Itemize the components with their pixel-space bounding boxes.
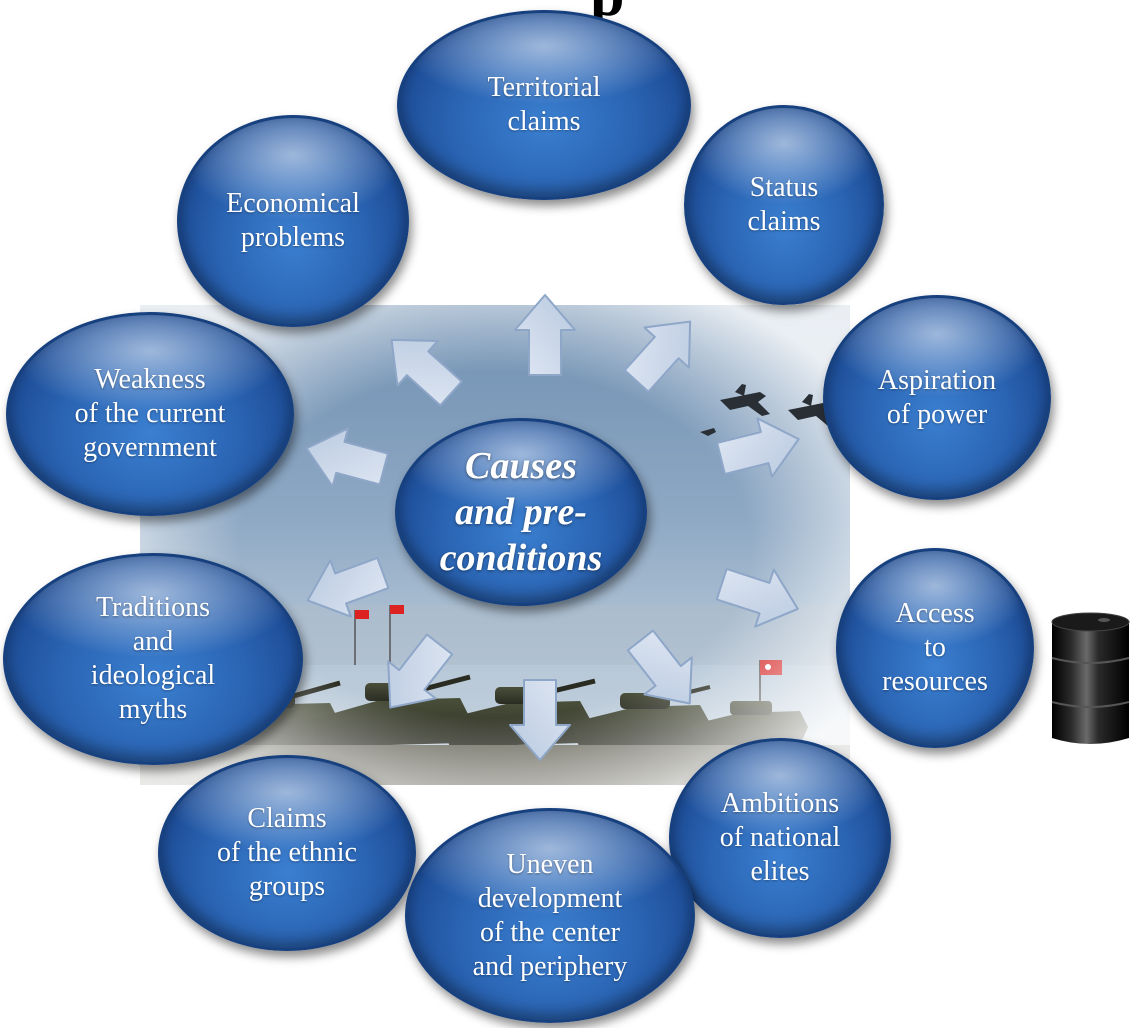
- node-traditions-myths-label: Traditions and ideological myths: [90, 592, 216, 725]
- node-territorial-claims-label: Territorial claims: [487, 72, 601, 137]
- node-traditions-myths: Traditions and ideological myths: [3, 553, 303, 765]
- node-territorial-claims: Territorial claims: [397, 10, 691, 200]
- node-economical-problems-label: Economical problems: [226, 188, 360, 253]
- node-economical-problems: Economical problems: [177, 115, 409, 327]
- center-node-label: Causes and pre- conditions: [439, 445, 603, 579]
- node-status-claims-label: Status claims: [747, 172, 821, 237]
- node-uneven-development: Uneven development of the center and per…: [405, 808, 695, 1023]
- node-access-to-resources: Access to resources: [836, 548, 1034, 748]
- node-aspiration-of-power-label: Aspiration of power: [877, 364, 997, 430]
- node-aspiration-of-power: Aspiration of power: [823, 295, 1051, 500]
- node-uneven-development-label: Uneven development of the center and per…: [472, 848, 628, 982]
- node-claims-ethnic-groups: Claims of the ethnic groups: [158, 755, 416, 951]
- node-status-claims: Status claims: [684, 105, 884, 305]
- oil-barrel-icon: [1051, 612, 1130, 744]
- fighter-jet-icon: [700, 384, 836, 436]
- node-weakness-government: Weakness of the current government: [6, 312, 294, 516]
- node-claims-ethnic-groups-label: Claims of the ethnic groups: [217, 803, 357, 902]
- node-ambitions-elites-label: Ambitions of national elites: [719, 788, 841, 887]
- center-node: Causes and pre- conditions: [395, 418, 647, 606]
- node-weakness-government-label: Weakness of the current government: [74, 364, 226, 463]
- node-ambitions-elites: Ambitions of national elites: [669, 738, 891, 938]
- node-access-to-resources-label: Access to resources: [882, 598, 988, 697]
